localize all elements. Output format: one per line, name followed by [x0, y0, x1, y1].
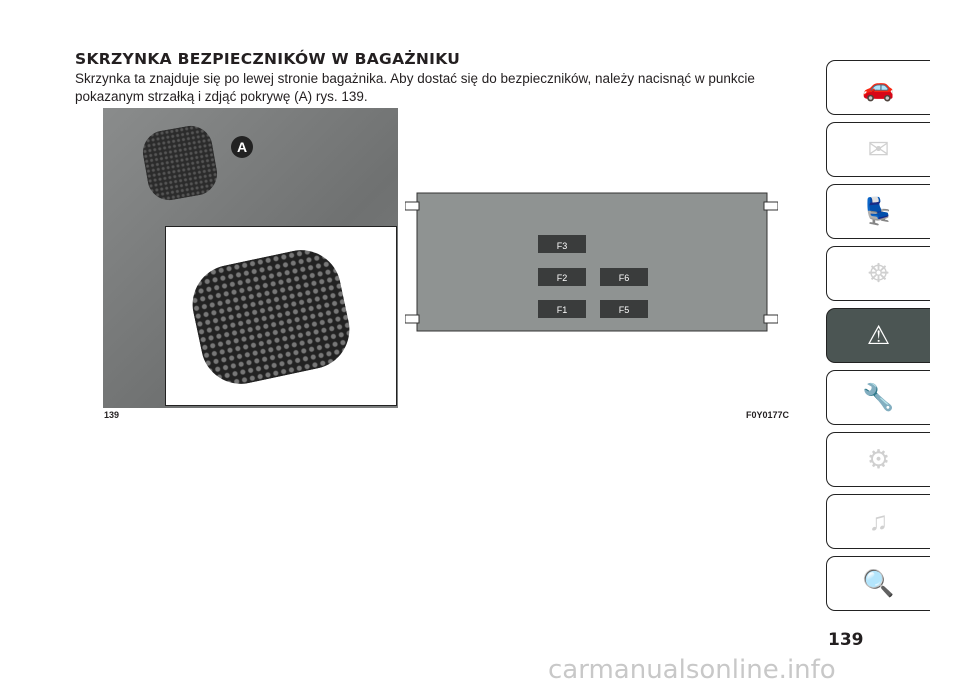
section-title: SKRZYNKA BEZPIECZNIKÓW W BAGAŻNIKU [75, 50, 461, 68]
cover-detail [185, 242, 357, 392]
lights-message-icon: ✉ [867, 134, 890, 164]
callout-a: A [231, 136, 253, 158]
figure-number: 139 [104, 410, 120, 420]
index-search-icon: 🔍 [862, 568, 895, 598]
chapter-tab-6[interactable]: 🔧 [826, 370, 930, 425]
svg-text:F3: F3 [557, 241, 568, 251]
body-text: Skrzynka ta znajduje się po lewej stroni… [75, 71, 755, 104]
fuse-f3: F3 [538, 235, 586, 253]
fuse-f2: F2 [538, 268, 586, 286]
cover-a [139, 122, 221, 204]
car-info-icon: 🚗 [862, 72, 895, 102]
svg-text:F6: F6 [619, 273, 630, 283]
chapter-tab-9[interactable]: 🔍 [826, 556, 930, 611]
chapter-tab-2[interactable]: ✉ [826, 122, 930, 177]
svg-text:F5: F5 [619, 305, 630, 315]
emergency-warning-icon: ⚠ [866, 320, 891, 350]
page-number: 139 [828, 630, 864, 650]
chapter-tab-8[interactable]: ♫ [826, 494, 930, 549]
car-maintenance-icon: 🔧 [862, 382, 895, 412]
chapter-tab-5[interactable]: ⚠ [826, 308, 930, 363]
chapter-tab-4[interactable]: ☸ [826, 246, 930, 301]
chapter-tab-1[interactable]: 🚗 [826, 60, 930, 115]
seat-airbag-icon: 💺 [862, 196, 895, 226]
chapter-tab-3[interactable]: 💺 [826, 184, 930, 239]
specs-gear-icon: ⚙ [866, 444, 891, 474]
svg-text:F2: F2 [557, 273, 568, 283]
chapter-tab-7[interactable]: ⚙ [826, 432, 930, 487]
trunk-photo: A [103, 108, 398, 408]
fuse-box-diagram: F3 F2 F6 F1 F5 [405, 192, 778, 332]
cover-detail-inset [165, 226, 397, 406]
multimedia-icon: ♫ [868, 506, 889, 536]
fuse-f1: F1 [538, 300, 586, 318]
fuse-f5: F5 [600, 300, 648, 318]
figure-code: F0Y0177C [746, 410, 790, 420]
svg-text:F1: F1 [557, 305, 568, 315]
key-steering-icon: ☸ [866, 258, 891, 288]
watermark: carmanualsonline.info [548, 655, 836, 683]
fuse-f6: F6 [600, 268, 648, 286]
